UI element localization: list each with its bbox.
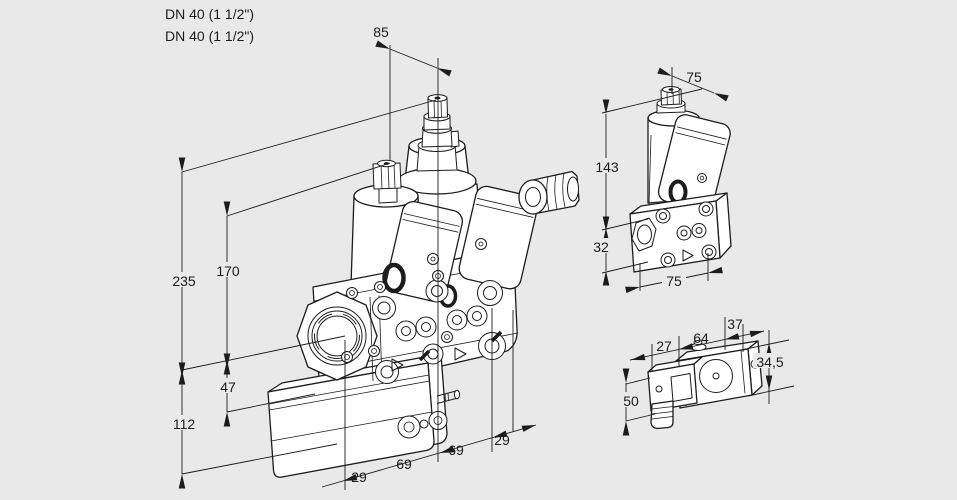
test-nipple [436,389,461,404]
dimension-annotations: DN 40 (1 1/2") DN 40 (1 1/2") 85 235 170… [165,6,795,490]
dim-69-right-label: 69 [448,442,464,458]
dim-34-5-label: 34,5 [756,354,783,370]
dim-27-label: 27 [656,338,672,354]
dim-32-label: 32 [593,239,609,255]
accessory-plug [647,356,703,412]
pipe-size-label-2: DN 40 (1 1/2") [165,28,254,44]
dim-69-left-label: 69 [396,456,412,472]
main-valve-assembly [267,94,539,478]
single-valve-hood [657,114,731,212]
dim-29-right-label: 29 [494,432,510,448]
single-valve-body [629,192,732,273]
accessory-component [647,340,763,430]
flow-direction-arrow [682,249,694,262]
dim-29-left-label: 29 [351,469,367,485]
dim-85-label: 85 [373,24,389,40]
dim-37-label: 37 [727,316,743,332]
dim-170-label: 170 [216,263,240,279]
dim-50-label: 50 [623,393,639,409]
flow-direction-arrow [391,347,467,372]
single-valve-cap [660,86,682,106]
dim-143-label: 143 [595,159,619,175]
actuator-hoods [382,185,539,308]
valve-body-details [341,270,506,384]
dim-64-label: 64 [693,330,709,346]
coupler-part [518,170,580,215]
dim-112-label: 112 [173,416,196,432]
dim-235-label: 235 [172,273,196,289]
dim-47-label: 47 [220,379,236,395]
dim-75-top-label: 75 [686,69,702,85]
cable-gland [650,400,674,430]
left-actuator-cap [372,159,402,190]
pipe-size-label-1: DN 40 (1 1/2") [165,6,254,22]
bottom-regulator-box [267,353,461,478]
single-valve-side-view [629,86,732,273]
dim-75-bottom-label: 75 [666,273,682,289]
inlet-flange [296,291,378,381]
